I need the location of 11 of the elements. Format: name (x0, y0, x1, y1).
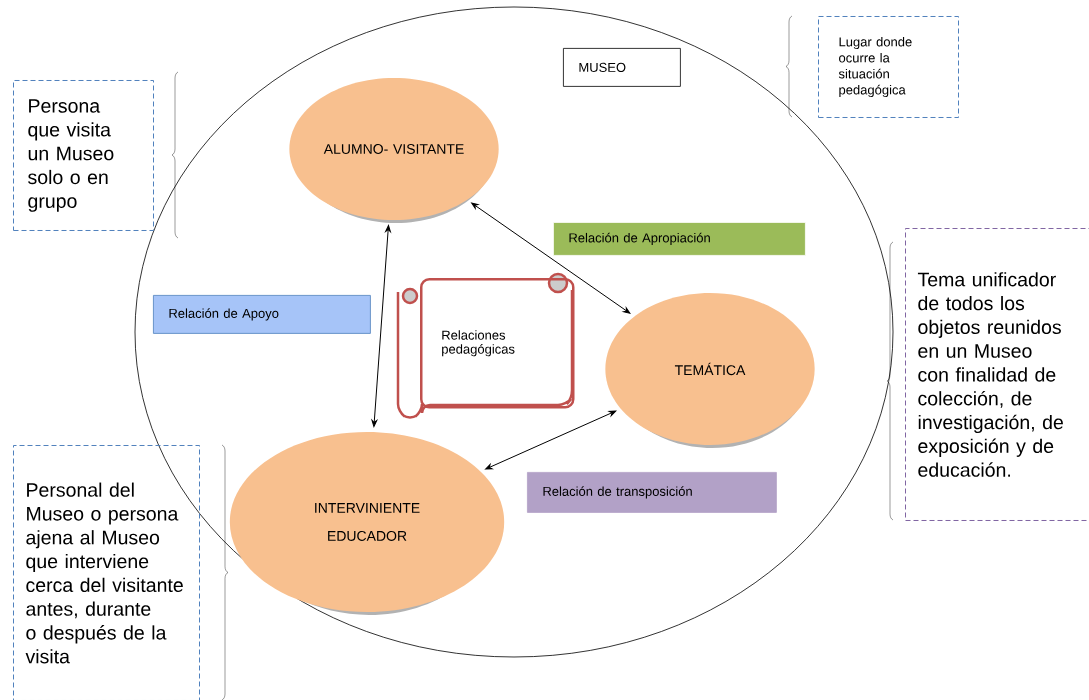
arrow (371, 224, 391, 428)
note-box: Tema unificador de todos los objetos reunidos en un Museo con finalidad de colección, de investigación, de exposición y de educación. (905, 228, 1089, 521)
note-box: Persona que visita un Museo solo o en grupo (13, 80, 154, 231)
relation-box: Relación de transposición (527, 472, 777, 513)
arrow (485, 410, 617, 470)
relation-box: Relación de Apoyo (153, 295, 371, 334)
note-box: Personal del Museo o persona ajena al Museo que interviene cerca del visitante antes, durante o después de la visita (13, 445, 200, 700)
relation-box: Relación de Apropiación (553, 222, 806, 256)
title-box: MUSEO (563, 48, 681, 87)
arrow (471, 202, 631, 314)
note-box: Lugar donde ocurre la situación pedagógica (818, 16, 959, 118)
